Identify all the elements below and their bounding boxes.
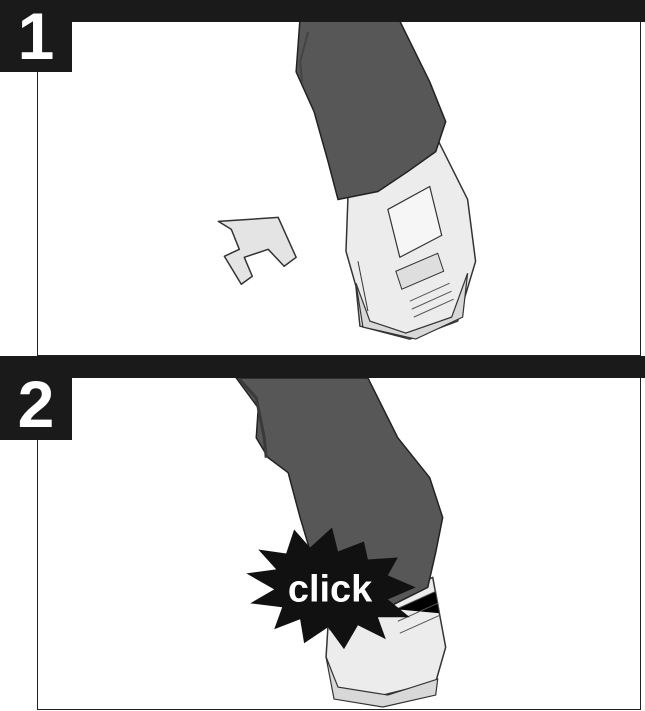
- step-number-2: 2: [0, 368, 72, 440]
- step-1-illustration: [38, 22, 641, 355]
- step-1-header-bar: [0, 0, 645, 22]
- step-2-panel: click 2: [0, 356, 645, 711]
- click-callout-text: click: [288, 568, 373, 610]
- arrow-up-icon: [218, 217, 296, 284]
- step-2-header-bar: [0, 356, 645, 378]
- step-1-panel: 1: [0, 0, 645, 356]
- step-number-1: 1: [0, 0, 72, 72]
- step-1-frame: [37, 22, 641, 356]
- step-2-frame: click: [37, 378, 641, 710]
- step-2-illustration: click: [38, 378, 641, 709]
